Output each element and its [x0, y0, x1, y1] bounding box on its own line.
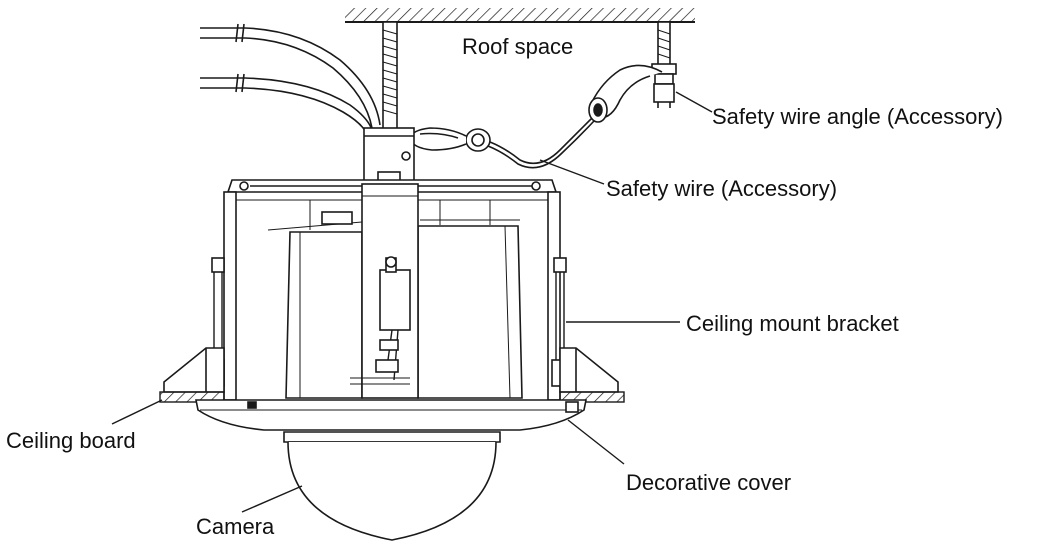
label-camera: Camera — [196, 514, 275, 539]
camera-dome — [283, 431, 501, 541]
roof-slab — [345, 8, 695, 23]
label-roof-space: Roof space — [462, 34, 574, 59]
junction-block — [363, 127, 415, 185]
decorative-cover-shape — [195, 399, 587, 431]
label-safety-wire: Safety wire (Accessory) — [606, 176, 838, 201]
label-decorative-cover: Decorative cover — [626, 470, 792, 495]
label-ceiling-board: Ceiling board — [6, 428, 136, 453]
leader-lines — [111, 91, 713, 513]
label-ceiling-mount-bracket: Ceiling mount bracket — [686, 311, 899, 336]
safety-wire — [402, 64, 663, 169]
safety-wire-angle-bolt — [651, 21, 677, 108]
housing — [209, 179, 567, 401]
label-safety-wire-angle: Safety wire angle (Accessory) — [712, 104, 1003, 129]
cables — [200, 23, 381, 133]
ceiling-board — [159, 391, 625, 403]
hanging-bolt — [382, 21, 398, 131]
bracket-flanges — [163, 347, 619, 393]
